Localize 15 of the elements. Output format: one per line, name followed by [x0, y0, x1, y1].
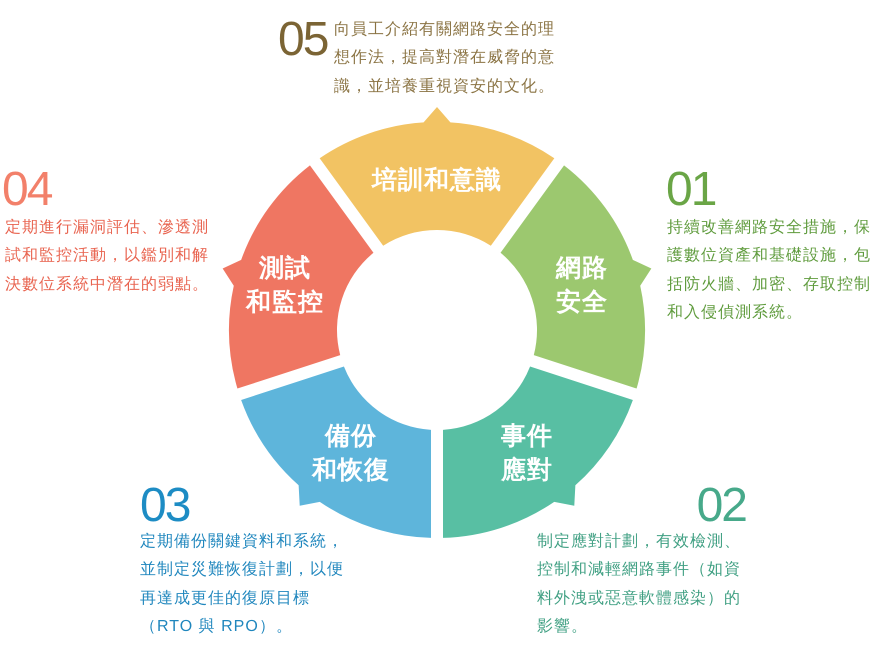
description-text: 制定應對計劃，有效檢測、控制和減輕網路事件（如資料外洩或惡意軟體感染）的影響。 — [537, 532, 742, 637]
step-number: 01 — [666, 166, 716, 214]
step-number: 04 — [2, 166, 52, 214]
description-text: 向員工介紹有關網路安全的理想作法，提高對潛在威脅的意識，並培養重視資安的文化。 — [334, 20, 556, 97]
step-number: 03 — [140, 482, 190, 530]
segment-label: 培訓和意識 — [372, 165, 502, 196]
description-text: 定期進行漏洞評估、滲透測試和監控活動，以鑑別和解決數位系統中潛在的弱點。 — [5, 218, 210, 295]
segment-label: 事件應對 — [501, 421, 553, 486]
segment-label: 測試和監控 — [246, 253, 324, 318]
description-text: 定期備份關鍵資料和系統，並制定災難恢復計劃，以便再達成更佳的復原目標（RTO 與 RPO）。 — [140, 532, 345, 637]
description-text: 持續改善網路安全措施，保護數位資產和基礎設施，包括防火牆、加密、存取控制和入侵偵測系統。 — [667, 217, 872, 323]
step-number: 02 — [696, 482, 746, 530]
segment-label: 備份和恢復 — [312, 421, 390, 486]
step-number: 05 — [278, 16, 328, 64]
segment-label: 網路安全 — [556, 253, 608, 318]
